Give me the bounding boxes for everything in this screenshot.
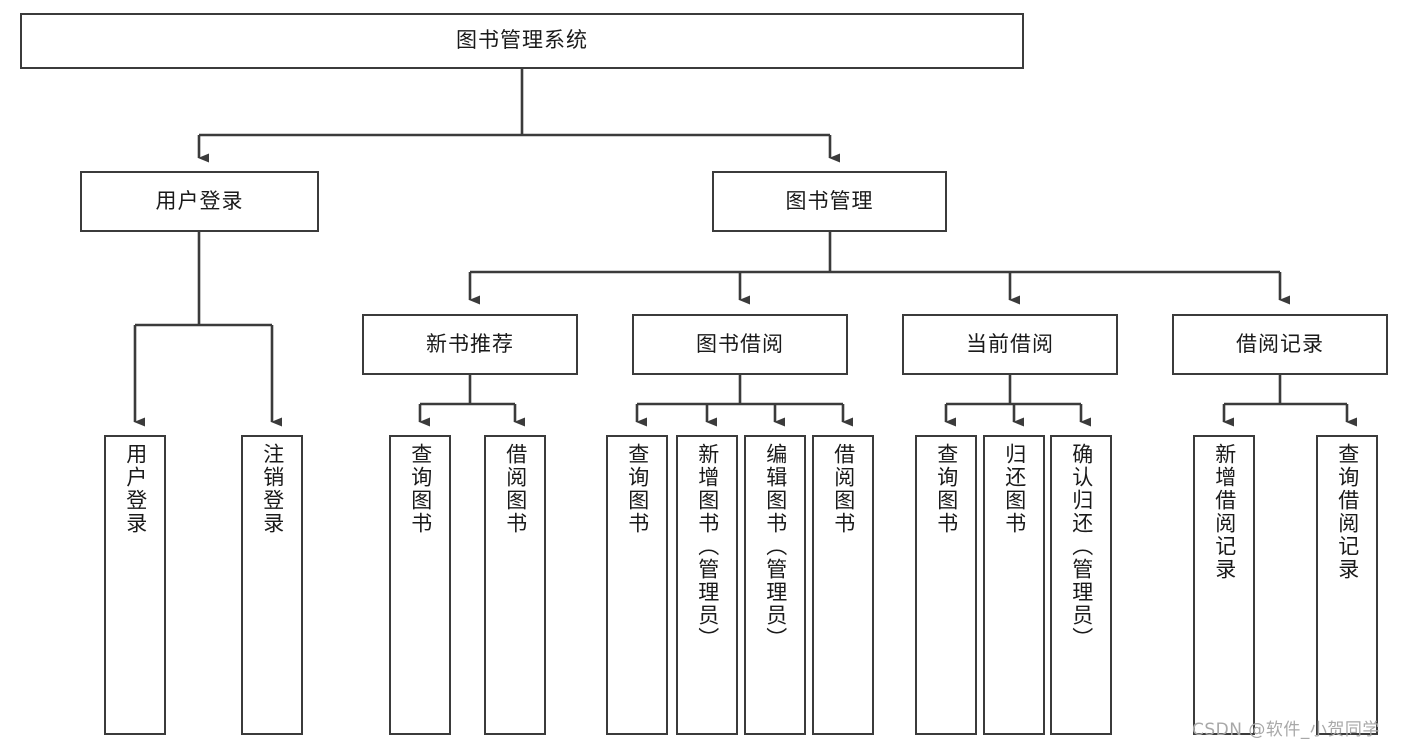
leaf-add-record-label: 新增借阅记录 <box>1212 443 1237 581</box>
leaf-query-record-label: 查询借阅记录 <box>1335 443 1360 581</box>
leaf-add-book[interactable]: 新增图书（管理员） <box>676 435 738 735</box>
leaf-query-book-1-label: 查询图书 <box>408 443 433 535</box>
leaf-logout[interactable]: 注销登录 <box>241 435 303 735</box>
leaf-add-record[interactable]: 新增借阅记录 <box>1193 435 1255 735</box>
leaf-edit-book[interactable]: 编辑图书（管理员） <box>744 435 806 735</box>
node-book-manage-label: 图书管理 <box>785 188 874 213</box>
leaf-user-login[interactable]: 用户登录 <box>104 435 166 735</box>
node-user-login[interactable]: 用户登录 <box>80 171 319 232</box>
node-current-borrow-label: 当前借阅 <box>966 331 1054 356</box>
leaf-user-login-label: 用户登录 <box>123 443 148 535</box>
leaf-confirm-return-label: 确认归还（管理员） <box>1069 443 1094 650</box>
node-book-borrow[interactable]: 图书借阅 <box>632 314 848 375</box>
node-new-book-rec[interactable]: 新书推荐 <box>362 314 578 375</box>
leaf-query-book-3-label: 查询图书 <box>934 443 959 535</box>
leaf-edit-book-label: 编辑图书（管理员） <box>763 443 788 650</box>
leaf-borrow-book-2[interactable]: 借阅图书 <box>812 435 874 735</box>
csdn-watermark: CSDN @软件_小贺同学 <box>1192 720 1380 740</box>
node-new-book-rec-label: 新书推荐 <box>426 331 514 356</box>
node-root-label: 图书管理系统 <box>456 28 588 53</box>
node-user-login-label: 用户登录 <box>155 188 244 213</box>
leaf-borrow-book-2-label: 借阅图书 <box>831 443 856 535</box>
node-current-borrow[interactable]: 当前借阅 <box>902 314 1118 375</box>
leaf-logout-label: 注销登录 <box>260 443 285 535</box>
leaf-query-book-2[interactable]: 查询图书 <box>606 435 668 735</box>
node-book-borrow-label: 图书借阅 <box>696 331 784 356</box>
node-root[interactable]: 图书管理系统 <box>20 13 1024 69</box>
node-book-manage[interactable]: 图书管理 <box>712 171 947 232</box>
leaf-query-book-1[interactable]: 查询图书 <box>389 435 451 735</box>
leaf-return-book-label: 归还图书 <box>1002 443 1027 535</box>
leaf-borrow-book-1-label: 借阅图书 <box>503 443 528 535</box>
leaf-query-record[interactable]: 查询借阅记录 <box>1316 435 1378 735</box>
node-borrow-record-label: 借阅记录 <box>1236 331 1324 356</box>
leaf-return-book[interactable]: 归还图书 <box>983 435 1045 735</box>
leaf-query-book-3[interactable]: 查询图书 <box>915 435 977 735</box>
leaf-borrow-book-1[interactable]: 借阅图书 <box>484 435 546 735</box>
leaf-confirm-return[interactable]: 确认归还（管理员） <box>1050 435 1112 735</box>
leaf-add-book-label: 新增图书（管理员） <box>695 443 720 650</box>
leaf-query-book-2-label: 查询图书 <box>625 443 650 535</box>
node-borrow-record[interactable]: 借阅记录 <box>1172 314 1388 375</box>
